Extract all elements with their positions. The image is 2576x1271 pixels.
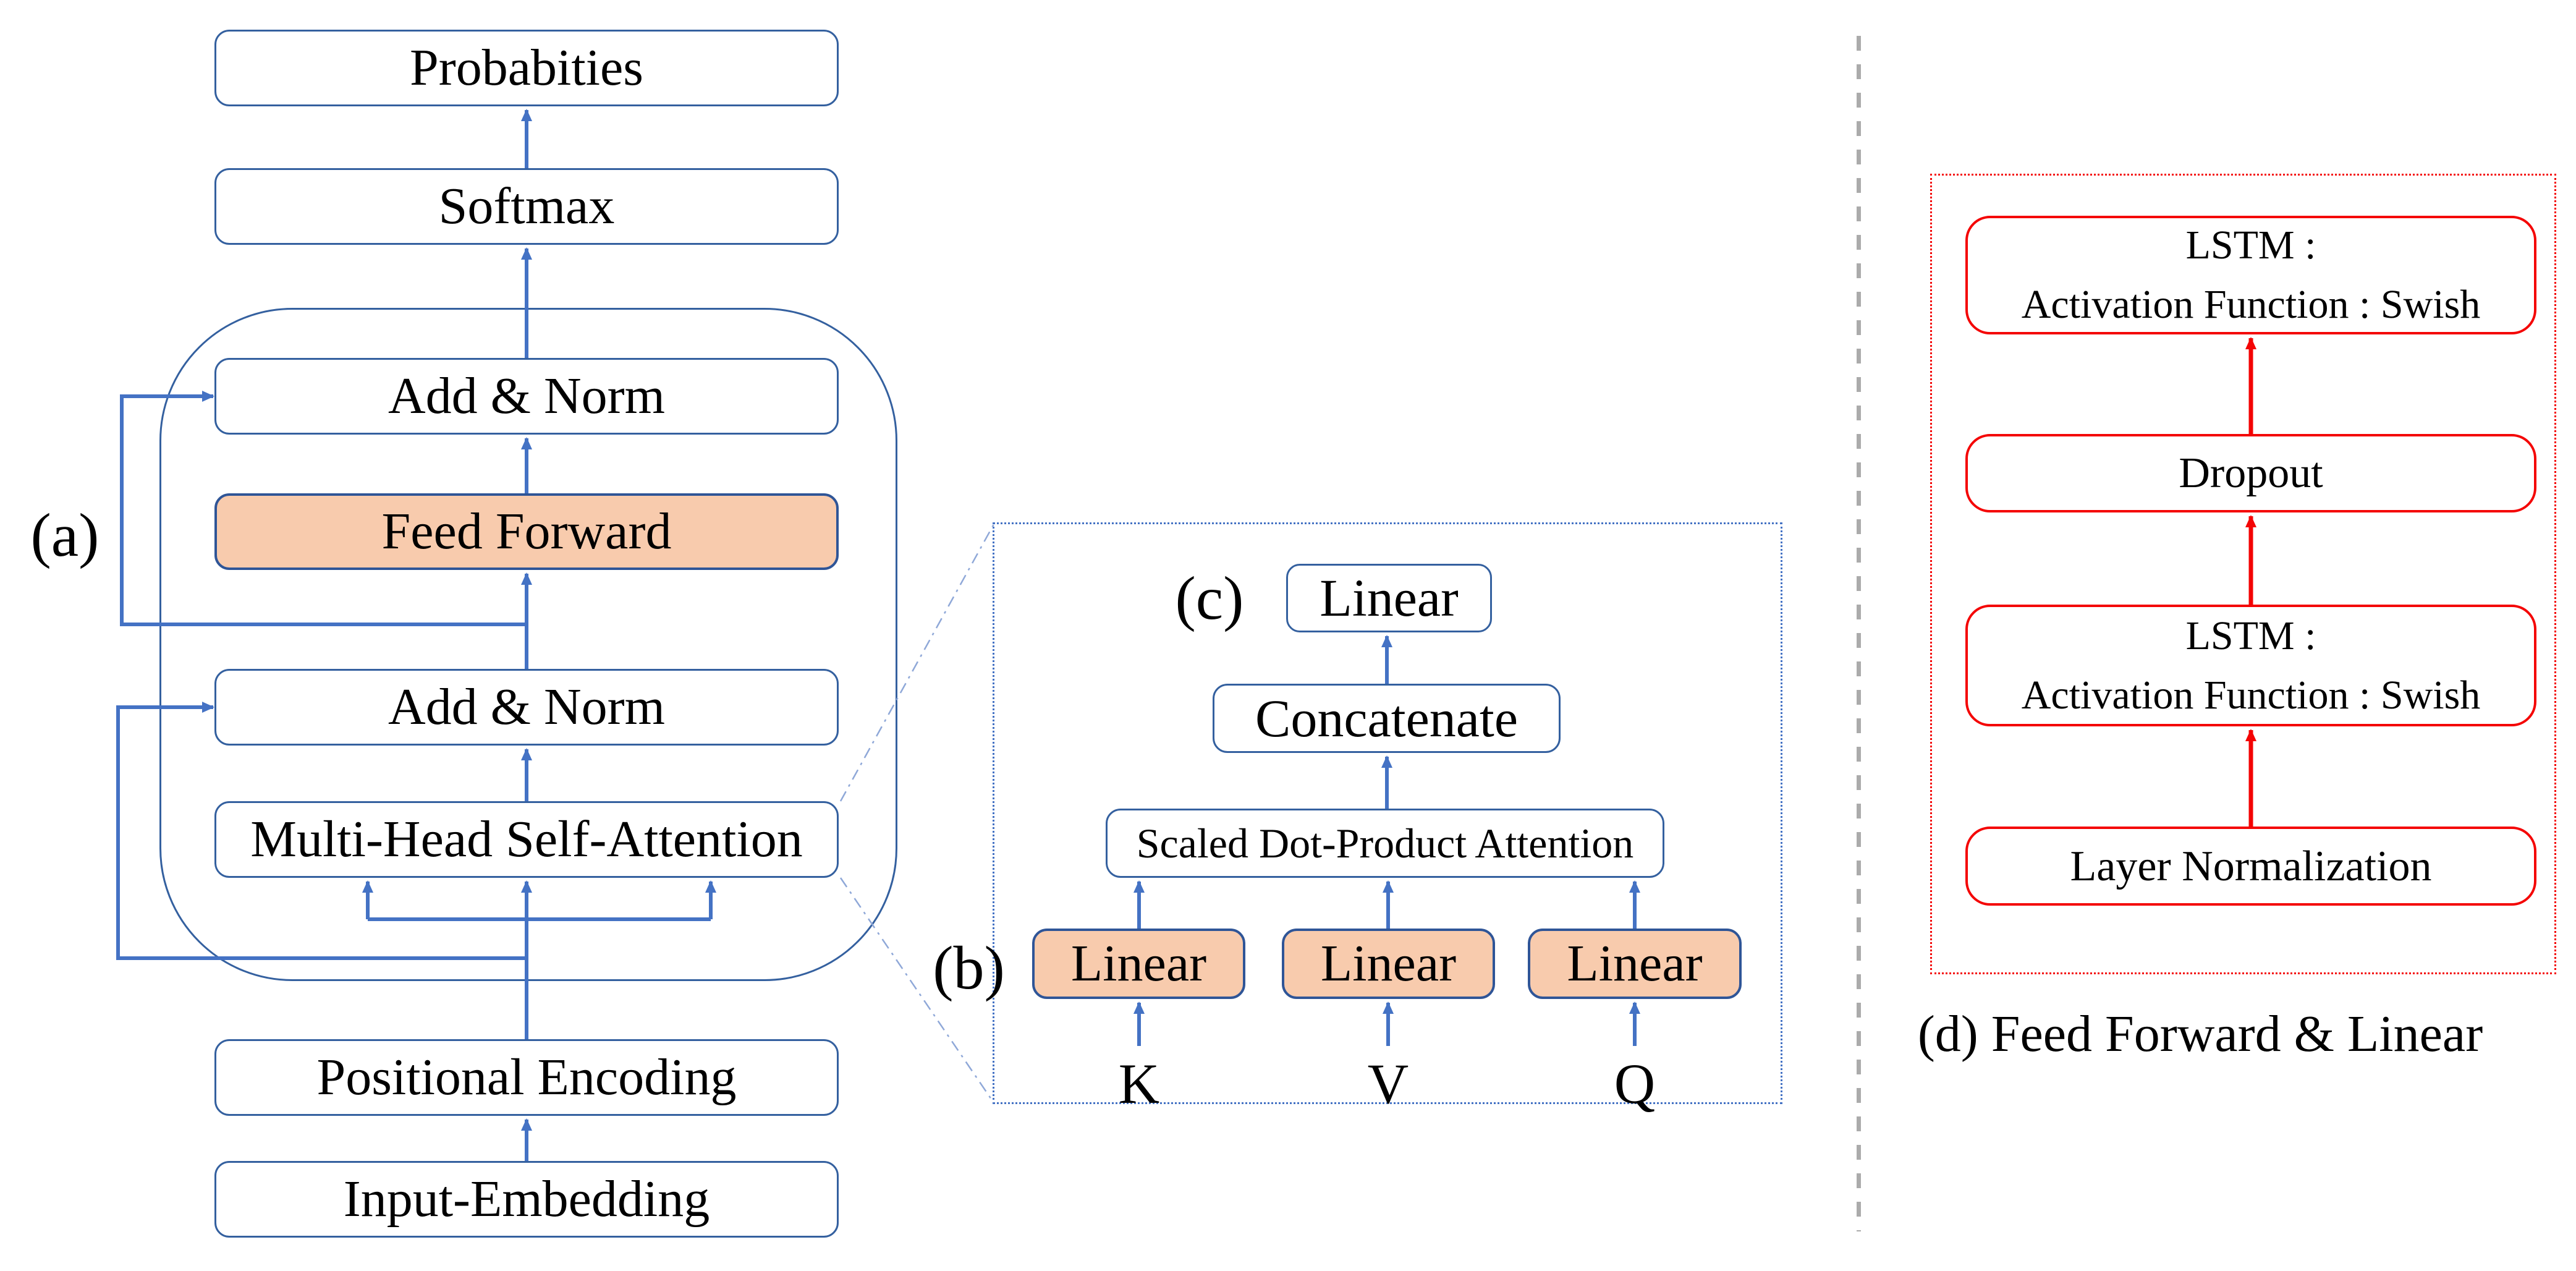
input-embedding-box: Input-Embedding	[214, 1161, 839, 1238]
input-v-label: V	[1367, 1052, 1409, 1115]
concatenate-label: Concatenate	[1255, 688, 1518, 748]
lstm-bottom-line1: LSTM :	[2185, 613, 2316, 658]
add-norm-top-box: Add & Norm	[214, 358, 839, 435]
linear-output-box: Linear	[1286, 564, 1492, 632]
residual-connection-arrows	[116, 391, 527, 960]
feed-forward-label: Feed Forward	[381, 502, 672, 560]
layer-normalization-label: Layer Normalization	[2070, 842, 2432, 890]
concatenate-box: Concatenate	[1213, 684, 1561, 753]
encoder-flow-arrows	[362, 109, 716, 1161]
softmax-box: Softmax	[214, 168, 839, 245]
vertical-dashed-divider	[1857, 36, 1861, 1231]
multi-head-self-attention-box: Multi-Head Self-Attention	[214, 801, 839, 878]
linear-k-label: Linear	[1070, 934, 1207, 992]
linear-output-label: Linear	[1320, 568, 1459, 628]
panel-d-caption: (d) Feed Forward & Linear	[1917, 1005, 2483, 1063]
panel-c-label: (c)	[1175, 564, 1244, 632]
feed-forward-box: Feed Forward	[214, 493, 839, 570]
lstm-top-box: LSTM : Activation Function : Swish	[1965, 216, 2536, 334]
input-k-label: K	[1118, 1052, 1160, 1115]
dropout-box: Dropout	[1965, 434, 2536, 512]
dropout-label: Dropout	[2179, 449, 2323, 497]
layer-normalization-box: Layer Normalization	[1965, 827, 2536, 906]
linear-k-box: Linear	[1032, 929, 1245, 999]
lstm-bottom-text: LSTM : Activation Function : Swish	[2022, 606, 2481, 725]
positional-encoding-box: Positional Encoding	[214, 1039, 839, 1116]
lstm-top-line1: LSTM :	[2185, 223, 2316, 268]
attention-detail-arrows	[1133, 635, 1640, 1046]
panel-b-label: (b)	[933, 933, 1005, 1002]
lstm-bottom-line2: Activation Function : Swish	[2021, 672, 2481, 718]
add-norm-bottom-box: Add & Norm	[214, 669, 839, 746]
panel-a-label: (a)	[30, 500, 100, 569]
lstm-top-text: LSTM : Activation Function : Swish	[2022, 216, 2481, 334]
probabities-label: Probabities	[410, 38, 643, 96]
positional-encoding-label: Positional Encoding	[316, 1048, 737, 1106]
multi-head-attention-detail-panel	[993, 522, 1782, 1104]
scaled-dot-product-attention-box: Scaled Dot-Product Attention	[1106, 809, 1664, 878]
linear-v-box: Linear	[1282, 929, 1495, 999]
feed-forward-detail-panel	[1930, 174, 2556, 974]
lstm-top-line2: Activation Function : Swish	[2021, 282, 2481, 327]
linear-q-box: Linear	[1528, 929, 1742, 999]
multi-head-self-attention-label: Multi-Head Self-Attention	[250, 810, 803, 868]
linear-q-label: Linear	[1567, 934, 1703, 992]
input-q-label: Q	[1614, 1052, 1656, 1115]
add-norm-bottom-label: Add & Norm	[388, 678, 665, 736]
add-norm-top-label: Add & Norm	[388, 367, 665, 425]
probabities-box: Probabities	[214, 30, 839, 106]
softmax-label: Softmax	[438, 177, 615, 235]
scaled-dot-product-attention-label: Scaled Dot-Product Attention	[1136, 819, 1634, 867]
detail-callout-lines	[839, 524, 995, 1103]
lstm-bottom-box: LSTM : Activation Function : Swish	[1965, 605, 2536, 726]
input-embedding-label: Input-Embedding	[343, 1170, 710, 1228]
linear-v-label: Linear	[1320, 934, 1457, 992]
